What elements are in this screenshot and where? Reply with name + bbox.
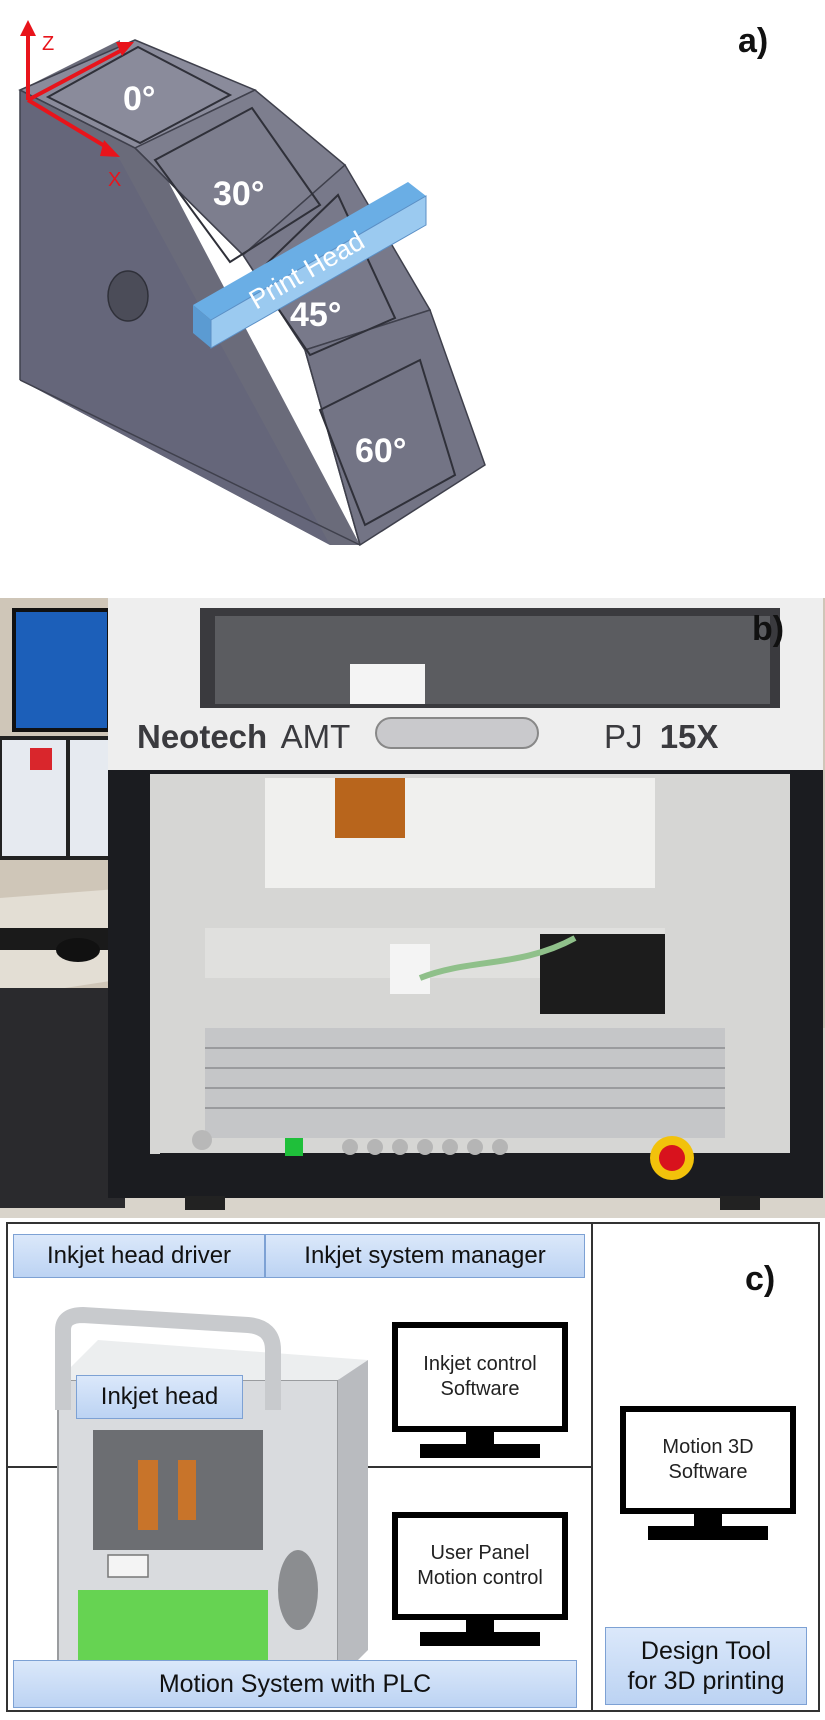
pc-monitor-2 (0, 736, 72, 860)
x-axis-label: X (108, 169, 121, 191)
inkjet-head-box: Inkjet head (76, 1375, 243, 1419)
inkjet-system-manager-box: Inkjet system manager (265, 1234, 585, 1278)
design-tool-box: Design Tool for 3D printing (605, 1627, 807, 1705)
emergency-stop-button (659, 1145, 685, 1171)
pc-monitor-1 (12, 608, 111, 732)
z-axis-label: Z (42, 33, 54, 55)
x-axis-arrow (26, 98, 110, 150)
motion-system-box: Motion System with PLC (13, 1660, 577, 1708)
mouse (56, 938, 100, 962)
angle-label-30: 30° (213, 175, 264, 213)
print-head-top (193, 182, 426, 320)
monitor-icon: User Panel Motion control (392, 1512, 568, 1620)
angle-label-45: 45° (290, 296, 341, 334)
hood-handle (375, 717, 539, 749)
inkjet-control-monitor: Inkjet control Software (392, 1322, 568, 1477)
monitor-icon: Motion 3D Software (620, 1406, 796, 1514)
inkjet-head-driver-box: Inkjet head driver (13, 1234, 265, 1278)
sloped-block-drawing: Z X 0° 30° 45° 60° Print Head (18, 20, 486, 547)
printer-photo-illustration: Neotech AMT PJ 15X (0, 598, 825, 1218)
model-number: 15X (660, 718, 719, 755)
motion-3d-monitor: Motion 3D Software (620, 1406, 796, 1561)
green-button (285, 1138, 303, 1156)
user-panel-monitor: User Panel Motion control (392, 1512, 568, 1662)
panel-b-label: b) (752, 610, 785, 648)
model-prefix: PJ (604, 718, 643, 755)
angle-label-0: 0° (123, 80, 156, 118)
power-indicator (192, 1130, 212, 1150)
block-hole (107, 270, 149, 322)
brand-suffix: AMT (281, 718, 351, 755)
panel-c-system-diagram: Inkjet head driver Inkjet system manager… (0, 1222, 825, 1720)
printer-cad-render (55, 1306, 368, 1681)
brand-name: Neotech (137, 718, 267, 755)
angle-label-60: 60° (355, 432, 406, 470)
panel-b-printer-photo: Neotech AMT PJ 15X b) (0, 598, 825, 1218)
panel-a-cad-model: Z X 0° 30° 45° 60° Print Head a) (0, 0, 825, 560)
monitor-icon: Inkjet control Software (392, 1322, 568, 1432)
block-side-face (20, 90, 330, 545)
panel-a-label: a) (738, 22, 769, 60)
svg-text:PJ 15X: PJ 15X (604, 718, 718, 755)
svg-text:Neotech AMT: Neotech AMT (137, 718, 350, 755)
y-axis-arrow (27, 48, 123, 102)
panel-c-label: c) (745, 1260, 776, 1298)
print-head-bar (210, 195, 427, 349)
